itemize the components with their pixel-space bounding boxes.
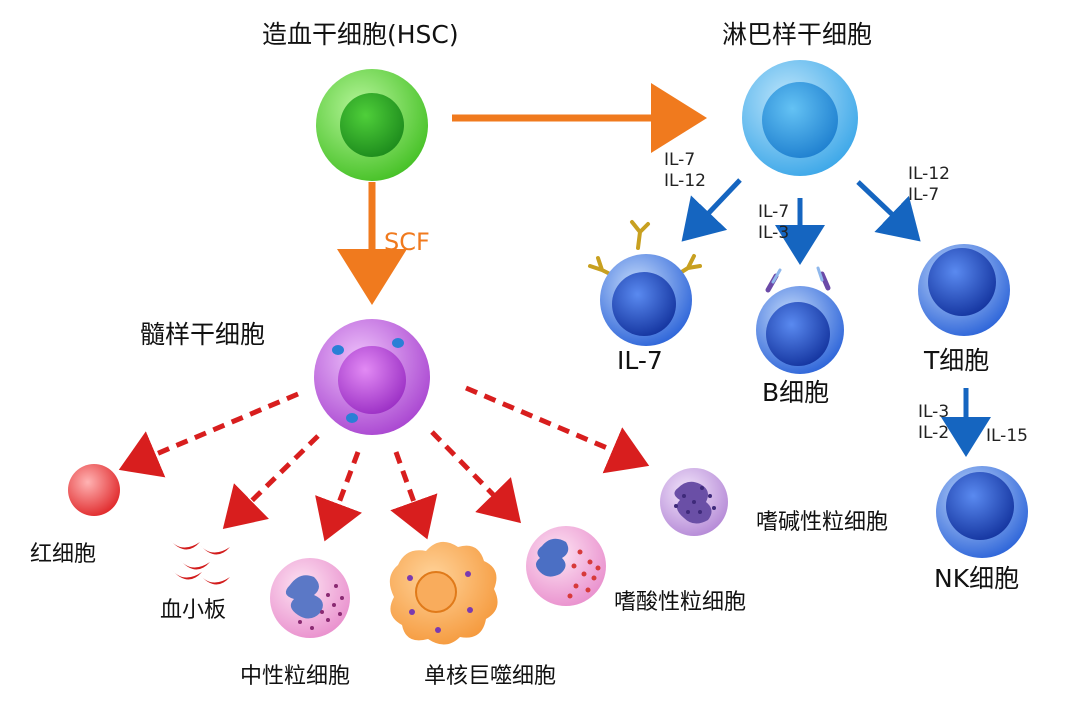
basophil-label: 嗜碱性粒细胞 xyxy=(756,510,889,535)
edge-label-to-nk-left: IL-3 IL-2 xyxy=(918,402,949,445)
arrow-myeloid-to-basophil xyxy=(465,385,650,474)
arrow-myeloid-to-monocyte xyxy=(390,451,438,540)
arrow-myeloid-to-platelet xyxy=(222,434,320,529)
b-cell-label: B细胞 xyxy=(762,378,830,407)
platelet-icon xyxy=(170,540,230,585)
macrophage-label: 单核巨噬细胞 xyxy=(424,664,557,689)
scf-label: SCF xyxy=(384,228,430,256)
il7-cell-label: IL-7 xyxy=(617,346,663,375)
edge-label-line: IL-7 xyxy=(908,185,940,206)
eosinophil-label: 嗜酸性粒细胞 xyxy=(614,590,747,615)
t-cell-label: T细胞 xyxy=(924,346,990,375)
arrow-myeloid-to-neutrophil xyxy=(315,451,362,542)
red-blood-cell-icon xyxy=(68,464,120,516)
edge-label-line: IL-2 xyxy=(918,423,950,444)
edge-label-to-nk-right: IL-15 xyxy=(986,426,1028,446)
t-cell-icon xyxy=(918,244,1010,336)
neutrophil-icon xyxy=(270,558,350,638)
nk-cell-icon xyxy=(936,466,1028,558)
red-dashed-arrows xyxy=(118,385,650,542)
arrow-myeloid-to-eosinophil xyxy=(430,430,521,524)
edge-label-line: IL-12 xyxy=(664,171,706,192)
lymphoid-stem-cell-icon xyxy=(742,60,858,176)
rbc-label: 红细胞 xyxy=(30,542,97,567)
platelet-label: 血小板 xyxy=(160,598,227,623)
il7-cell-icon xyxy=(588,220,702,346)
edge-label-line: IL-12 xyxy=(908,164,950,184)
arrow-myeloid-to-rbc xyxy=(118,391,299,478)
hsc-label: 造血干细胞(HSC) xyxy=(262,20,459,49)
basophil-icon xyxy=(660,468,728,536)
neutrophil-label: 中性粒细胞 xyxy=(240,664,351,689)
edge-label-line: IL-7 xyxy=(664,150,696,170)
arrow-lymphoid-to-t xyxy=(856,180,921,242)
eosinophil-icon xyxy=(526,526,606,606)
edge-label-line: IL-3 xyxy=(758,223,790,244)
lymphoid-stem-cell-label: 淋巴样干细胞 xyxy=(722,20,873,49)
b-cell-icon xyxy=(756,266,844,374)
hsc-cell-icon xyxy=(316,69,428,181)
myeloid-stem-cell-icon xyxy=(314,319,430,435)
edge-label-line: IL-3 xyxy=(918,402,950,422)
edge-label-to-t: IL-12 IL-7 xyxy=(908,164,950,207)
nk-cell-label: NK细胞 xyxy=(934,564,1020,593)
macrophage-icon xyxy=(389,541,498,645)
edge-label-to-b: IL-7 IL-3 xyxy=(758,202,789,245)
edge-label-to-il7: IL-7 IL-12 xyxy=(664,150,706,193)
edge-label-line: IL-7 xyxy=(758,202,790,222)
myeloid-stem-cell-label: 髓样干细胞 xyxy=(140,320,266,349)
arrow-lymphoid-to-il7 xyxy=(681,178,742,242)
